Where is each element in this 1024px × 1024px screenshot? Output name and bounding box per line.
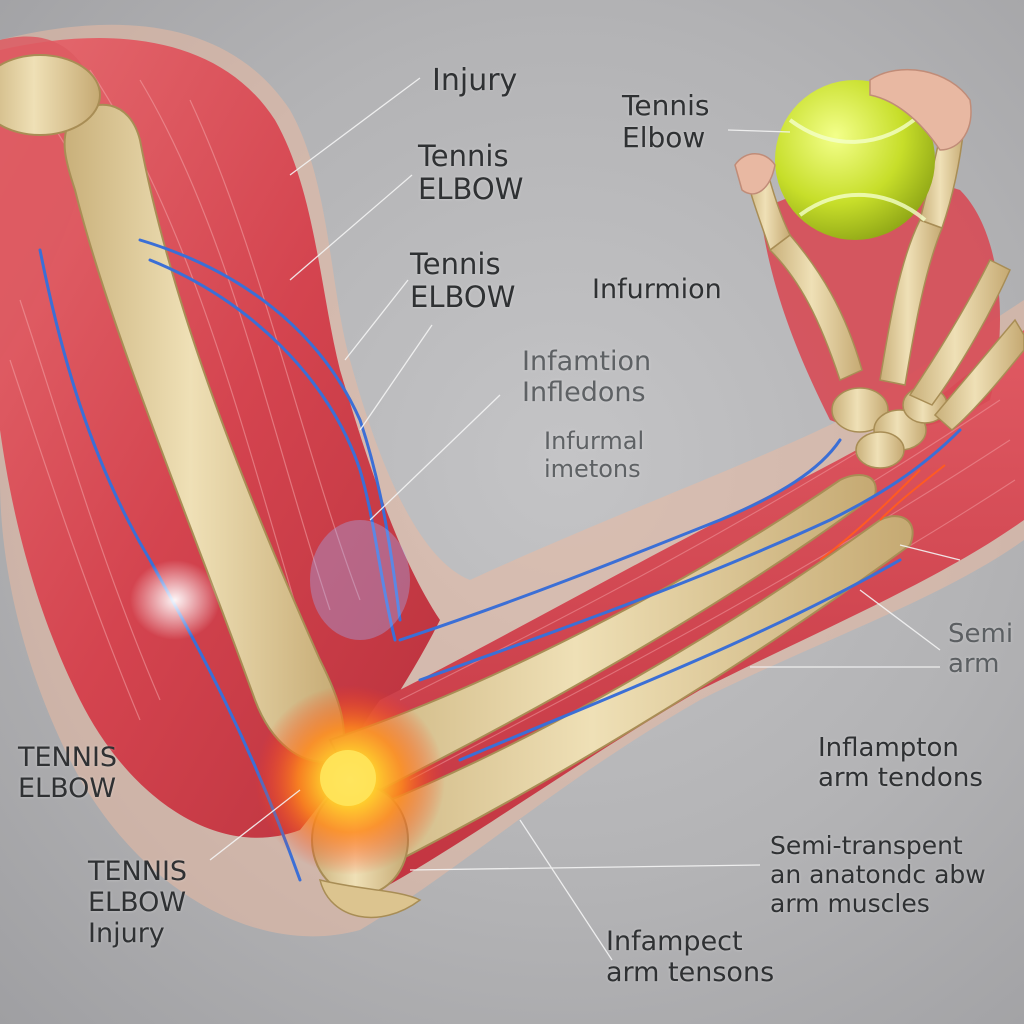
label-line: an anatondc abw — [770, 859, 986, 889]
label-infamtion-infledons: Infamtion Infledons — [522, 346, 651, 408]
label-line: Infledons — [522, 377, 646, 409]
shoulder-joint — [0, 54, 101, 136]
thumb — [869, 68, 972, 151]
label-line: ELBOW — [88, 887, 187, 919]
inflammation-core — [320, 750, 376, 806]
label-line: ELBOW — [410, 280, 516, 315]
label-line: Infamtion — [522, 346, 652, 377]
label-line: Elbow — [622, 121, 706, 155]
label-line: Tennis — [410, 247, 501, 281]
label-line: imetons — [544, 454, 641, 483]
index-finger-tip — [734, 153, 776, 195]
label-tennis-elbow-left: TENNIS ELBOW — [18, 742, 117, 804]
tendon-highlight — [310, 520, 410, 640]
label-infurmal-imetons: Infurmal imetons — [544, 427, 645, 483]
label-tennis-elbow-mid: Tennis ELBOW — [410, 247, 516, 315]
radius-bone — [328, 474, 877, 802]
label-infurmion: Infurmion — [592, 274, 722, 305]
label-line: Tennis — [418, 139, 509, 173]
label-line: Inflampton — [818, 733, 959, 763]
label-injury-top: Injury — [432, 63, 518, 98]
tennis-ball-seam — [788, 113, 927, 222]
label-line: arm — [948, 648, 1000, 679]
label-line: Semi — [948, 619, 1014, 649]
blood-vessels — [38, 238, 962, 882]
label-line: Injury — [88, 918, 165, 950]
label-line: ELBOW — [418, 172, 524, 207]
olecranon — [318, 878, 422, 919]
label-tennis-elbow-injury: TENNIS ELBOW Injury — [88, 856, 187, 949]
muscle-flare — [130, 560, 220, 640]
wrist-tendon-highlights — [819, 464, 946, 561]
label-line: TENNIS — [18, 742, 118, 773]
label-infampect: Infampect arm tensons — [606, 926, 774, 988]
label-line: Tennis — [622, 89, 710, 122]
label-line: Infampect — [606, 926, 743, 957]
label-line: arm muscles — [770, 888, 930, 918]
leader-lines — [209, 77, 961, 961]
label-tennis-elbow-ball: Tennis Elbow — [622, 89, 710, 155]
label-inflampton: Inflampton arm tendons — [818, 733, 983, 794]
label-line: TENNIS — [88, 856, 188, 887]
label-tennis-elbow-upper: Tennis ELBOW — [418, 139, 524, 207]
label-line: arm tensons — [606, 957, 775, 989]
label-line: ELBOW — [18, 773, 117, 805]
label-semi-right: Semi arm — [948, 619, 1014, 680]
label-line: Infurmal — [544, 427, 645, 455]
label-line: Semi-transpent — [770, 831, 963, 860]
label-semi-transparent: Semi-transpent an anatondc abw arm muscl… — [770, 831, 986, 918]
label-line: arm tendons — [818, 762, 983, 793]
